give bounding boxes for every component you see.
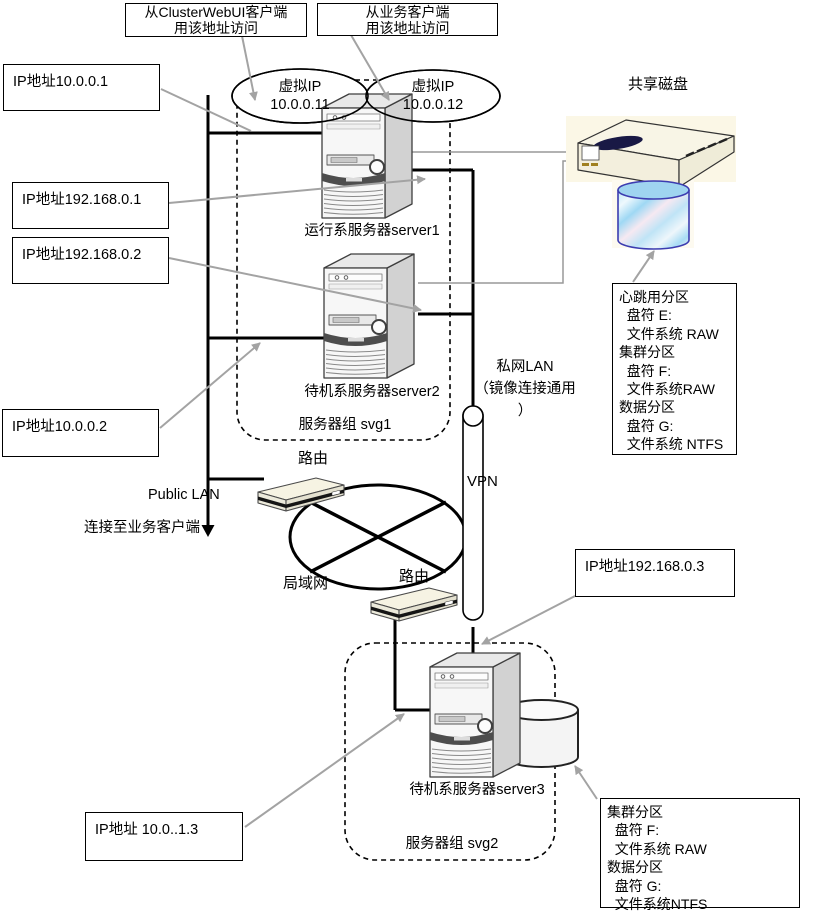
ip-box-server3-interconnect: IP地址192.168.0.3 bbox=[575, 549, 735, 597]
interconnect-lines bbox=[408, 168, 475, 411]
router2-device bbox=[370, 587, 458, 622]
lan-label: 局域网 bbox=[283, 575, 329, 592]
ip-box-server3-public: IP地址 10.0..1.3 bbox=[85, 812, 243, 861]
private-lan-label: 私网LAN （镜像连接通用 ） bbox=[474, 359, 576, 419]
shared-disk-cylinder bbox=[617, 180, 690, 250]
ip-box-server1-public: IP地址10.0.0.1 bbox=[3, 64, 160, 111]
server-group-svg2-boundary bbox=[344, 642, 556, 861]
virtual-ip-2-title: 虚拟IP bbox=[411, 79, 455, 95]
vpn-label: VPN bbox=[467, 473, 498, 490]
shared-disk-links bbox=[410, 151, 578, 284]
server2-label: 待机系服务器server2 bbox=[304, 384, 440, 400]
virtual-ip-1-address: 10.0.0.11 bbox=[270, 96, 330, 113]
group-svg1-label: 服务器组 svg1 bbox=[298, 417, 392, 433]
server2-tower bbox=[323, 253, 415, 379]
callout-business-client: 从业务客户端 用该地址访问 bbox=[317, 3, 498, 36]
shared-disk-title: 共享磁盘 bbox=[627, 76, 688, 93]
virtual-ip-2: 虚拟IP 10.0.0.12 bbox=[366, 79, 500, 114]
virtual-ip-2-address: 10.0.0.12 bbox=[402, 96, 464, 113]
virtual-ip-1-title: 虚拟IP bbox=[278, 79, 322, 95]
connect-business-label: 连接至业务客户端 bbox=[84, 520, 200, 536]
group-svg2-label: 服务器组 svg2 bbox=[405, 836, 499, 852]
server-group-svg1-boundary bbox=[236, 79, 451, 441]
ip-box-server2-interconnect: IP地址192.168.0.2 bbox=[12, 237, 169, 284]
server3-tower bbox=[429, 652, 521, 778]
shared-disk-partition-box: 心跳用分区 盘符 E: 文件系统 RAW 集群分区 盘符 F: 文件系统RAW … bbox=[612, 283, 737, 455]
router1-label: 路由 bbox=[297, 450, 328, 467]
virtual-ip-ellipse-outlines bbox=[231, 68, 501, 124]
virtual-ip-1: 虚拟IP 10.0.0.11 bbox=[232, 79, 368, 114]
router2-label: 路由 bbox=[398, 568, 429, 585]
leader-lines bbox=[159, 34, 655, 828]
public-lan-lines bbox=[206, 95, 330, 527]
public-lan-label: Public LAN bbox=[148, 487, 220, 503]
ip-box-server1-interconnect: IP地址192.168.0.1 bbox=[12, 182, 169, 229]
vpn-tube bbox=[462, 405, 484, 662]
ip-box-server2-public: IP地址10.0.0.2 bbox=[2, 409, 159, 457]
local-disk-partition-box: 集群分区 盘符 F: 文件系统 RAW 数据分区 盘符 G: 文件系统NTFS bbox=[600, 798, 800, 911]
callout-webui-client: 从ClusterWebUI客户端 用该地址访问 bbox=[125, 3, 307, 37]
router2-link-lines bbox=[393, 612, 434, 712]
server1-label: 运行系服务器server1 bbox=[304, 223, 440, 239]
server3-label: 待机系服务器server3 bbox=[409, 782, 545, 798]
backbone-arrowhead bbox=[201, 525, 215, 537]
router1-device bbox=[257, 477, 345, 512]
